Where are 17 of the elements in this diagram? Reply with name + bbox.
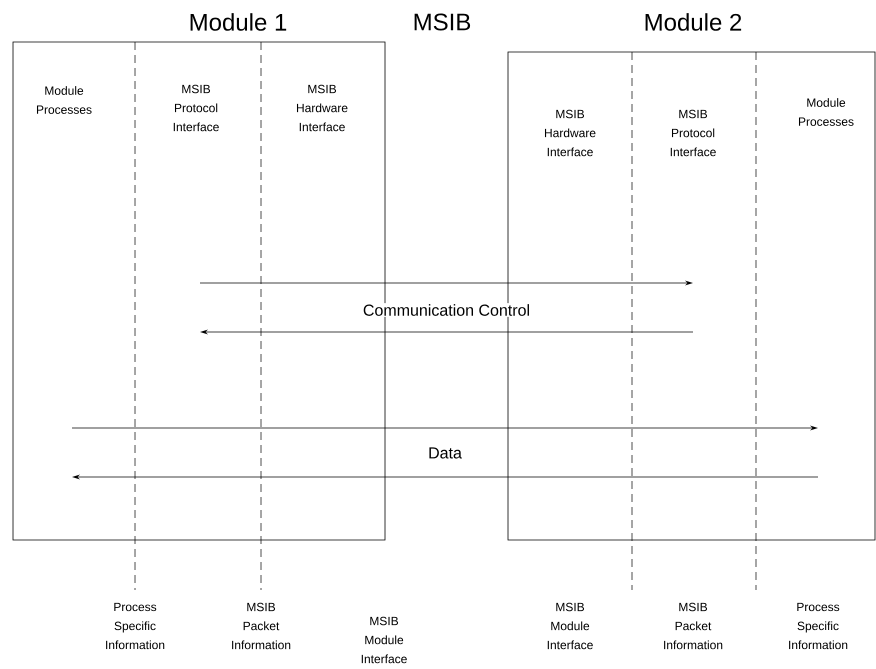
interface-label: MSIB Packet Information	[232, 602, 290, 650]
edge-label: Communication Control	[362, 303, 532, 317]
column-label: Module Processes	[798, 98, 854, 126]
heading: Module 1	[190, 13, 286, 31]
column-label: MSIB Protocol Interface	[174, 84, 219, 132]
column-label: MSIB Hardware Interface	[544, 110, 596, 156]
interface-label: MSIB Module Interface	[548, 602, 593, 650]
interface-label: MSIB Module Interface	[362, 616, 407, 664]
column-label: MSIB Hardware Interface	[296, 84, 348, 132]
heading: MSIB	[414, 14, 470, 30]
column-label: Module Processes	[36, 86, 92, 114]
edge-label: Data	[427, 446, 463, 460]
interface-label: Process Specific Information	[106, 602, 164, 650]
column-label: MSIB Protocol Interface	[670, 110, 716, 156]
interface-label: Process Specific Information	[789, 602, 848, 650]
heading: Module 2	[646, 13, 742, 31]
interface-label: MSIB Packet Information	[664, 602, 722, 650]
